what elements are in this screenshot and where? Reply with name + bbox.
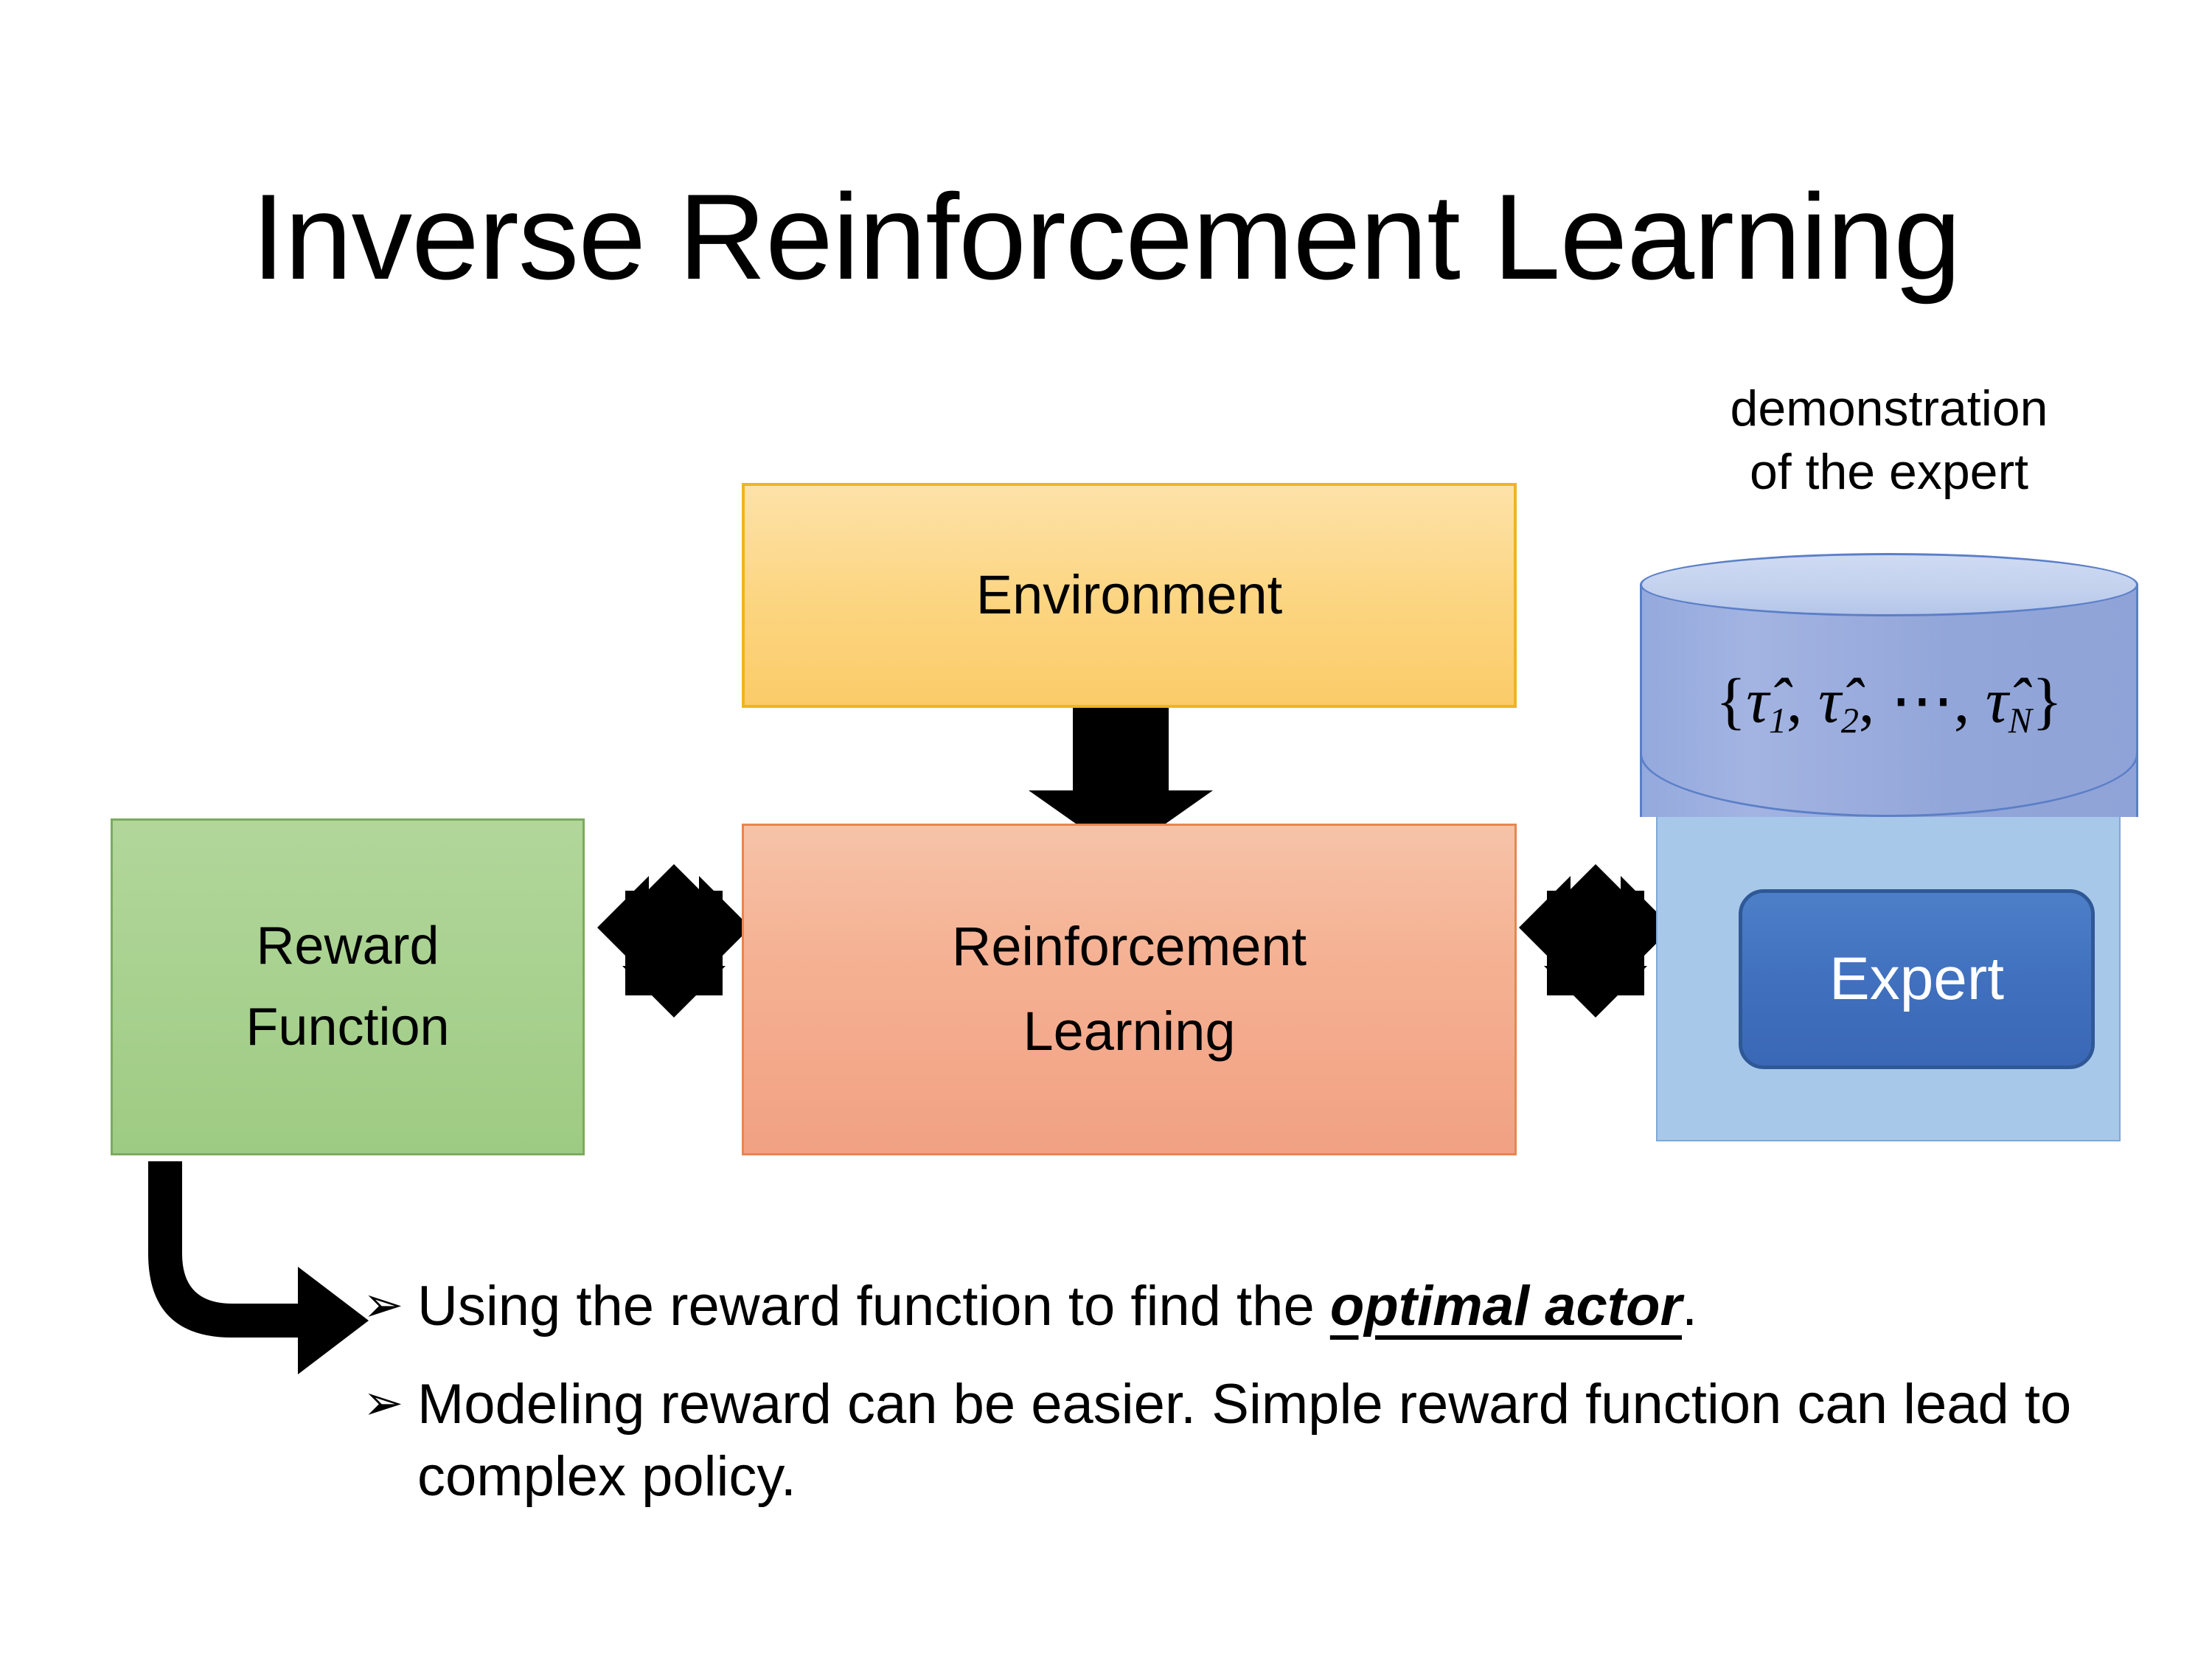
formula-ellipsis: ⋯ (1890, 665, 1954, 736)
four-way-arrow-rl-expert (1519, 864, 1672, 1018)
reward-label-line1: Reward (256, 917, 439, 976)
formula-tau-n: τ̂ (1985, 665, 2008, 736)
reward-function-box[interactable]: Reward Function (111, 818, 585, 1155)
bullet-list: ➢ Using the reward function to find the … (363, 1270, 2081, 1539)
rl-label-line2: Learning (1023, 1001, 1236, 1062)
expert-box[interactable]: Expert (1739, 889, 2095, 1069)
formula-tau-2: τ̂ (1818, 665, 1841, 736)
list-item: ➢ Using the reward function to find the … (363, 1270, 2081, 1342)
reward-function-label: Reward Function (246, 906, 449, 1068)
trajectory-set-formula: {τ̂1, τ̂2, ⋯, τ̂N} (1640, 664, 2138, 741)
formula-comma-1: , (1787, 665, 1819, 736)
demonstration-caption-line2: of the expert (1749, 443, 2029, 500)
page-title: Inverse Reinforcement Learning (251, 169, 1961, 305)
formula-tau-1: τ̂ (1746, 665, 1769, 736)
expert-label: Expert (1829, 945, 2004, 1012)
bullet-arrow-icon: ➢ (363, 1375, 404, 1430)
formula-comma-2: , (1858, 665, 1891, 736)
rl-label-line1: Reinforcement (951, 916, 1307, 978)
formula-sub-n: N (2008, 701, 2032, 741)
formula-sub-1: 1 (1768, 701, 1787, 741)
bullet-arrow-icon: ➢ (363, 1277, 404, 1332)
reward-label-line2: Function (246, 997, 450, 1057)
demonstration-cylinder[interactable]: {τ̂1, τ̂2, ⋯, τ̂N} (1640, 553, 2138, 848)
bullet-text-2: Modeling reward can be easier. Simple re… (417, 1373, 2072, 1508)
bullet-text-1: Using the reward function to find the op… (417, 1270, 2081, 1342)
formula-comma-3: , (1953, 665, 1986, 736)
bullet-1-prefix: Using the reward function to find the (417, 1275, 1330, 1338)
cylinder-top-ellipse (1640, 553, 2138, 616)
bent-arrow-reward-to-bullets (148, 1161, 369, 1374)
formula-open-brace: { (1715, 665, 1747, 736)
demonstration-caption-line1: demonstration (1730, 380, 2048, 437)
reinforcement-learning-box[interactable]: Reinforcement Learning (742, 824, 1517, 1155)
bullet-1-suffix: . (1682, 1275, 1698, 1338)
formula-sub-2: 2 (1840, 701, 1859, 741)
demonstration-caption: demonstration of the expert (1631, 378, 2147, 504)
reinforcement-learning-label: Reinforcement Learning (952, 905, 1307, 1074)
environment-label: Environment (975, 564, 1283, 626)
list-item: ➢ Modeling reward can be easier. Simple … (363, 1368, 2081, 1512)
formula-close-brace: } (2031, 665, 2063, 736)
environment-box[interactable]: Environment (742, 483, 1517, 708)
four-way-arrow-reward-rl (597, 864, 751, 1018)
bullet-1-emphasis: optimal actor (1329, 1275, 1683, 1338)
